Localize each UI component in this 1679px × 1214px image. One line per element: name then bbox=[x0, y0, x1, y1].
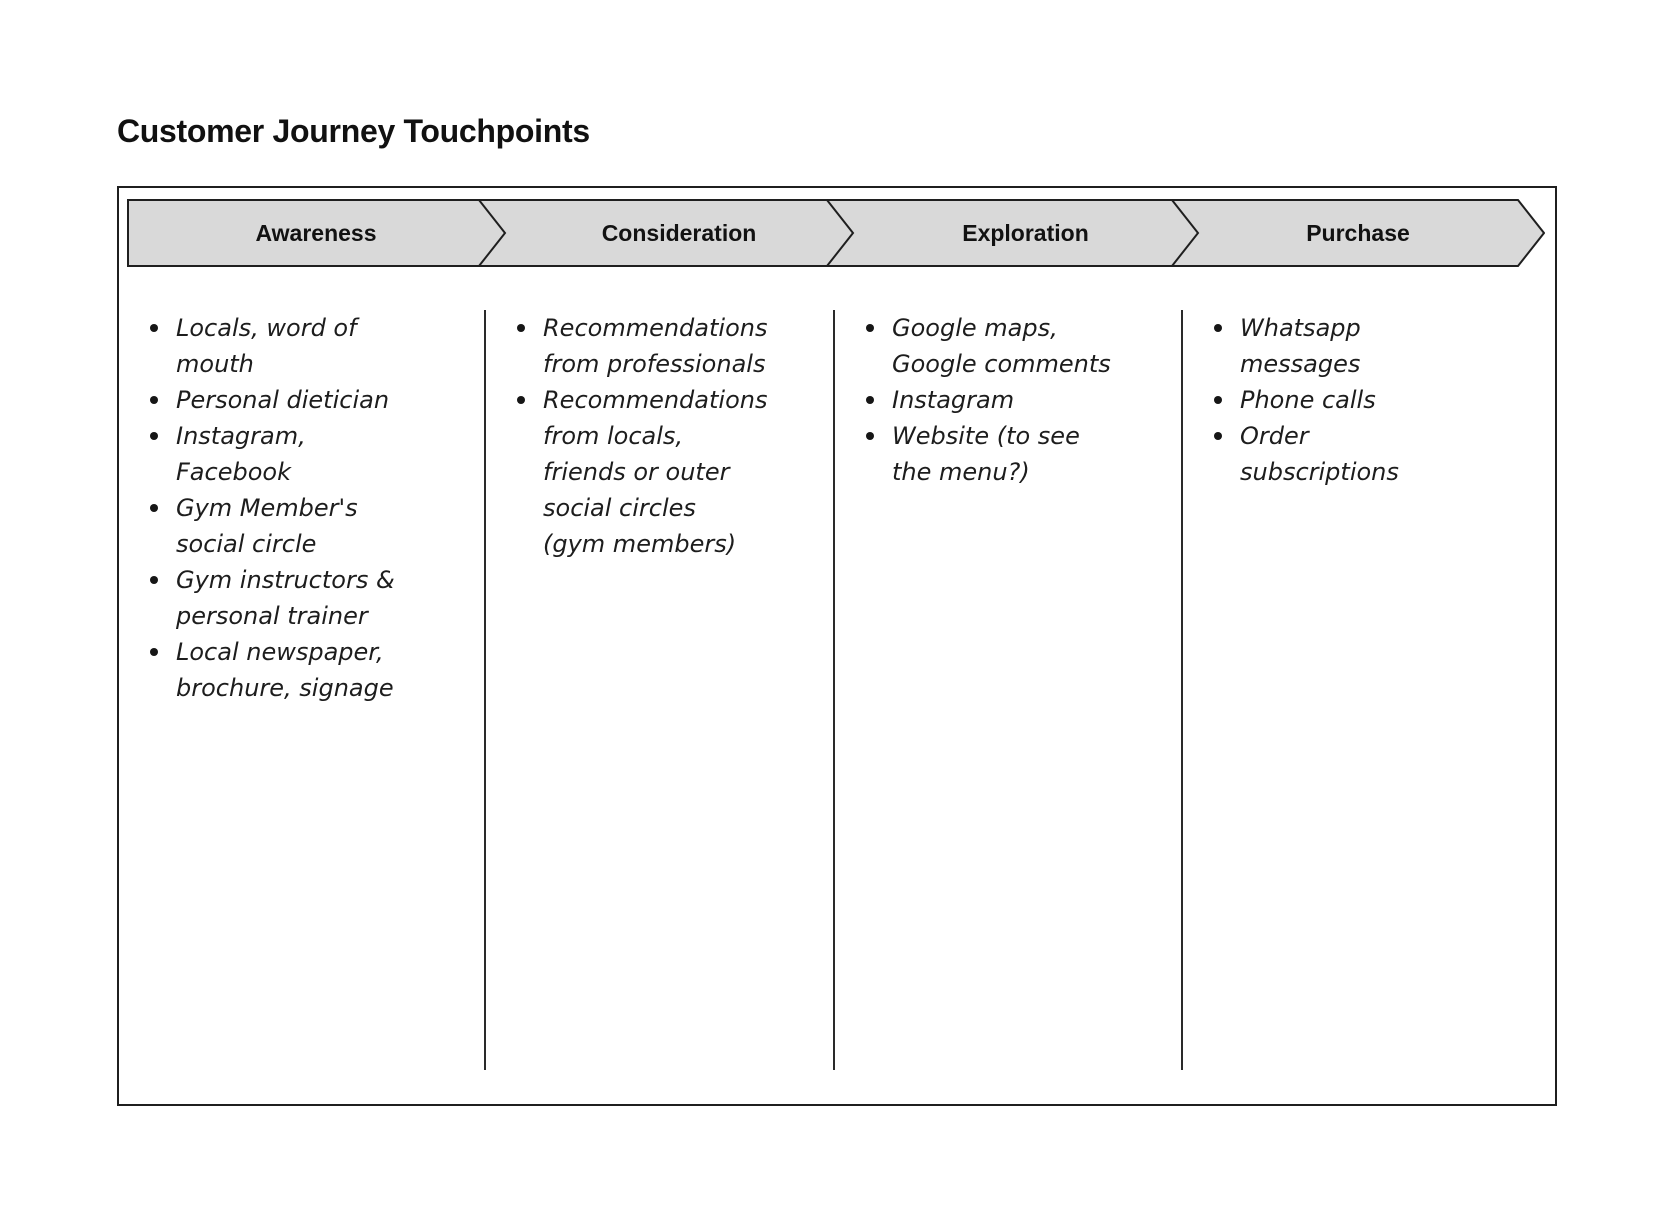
touchpoint-item: Order subscriptions bbox=[1183, 418, 1555, 490]
touchpoint-item: Instagram bbox=[835, 382, 1181, 418]
touchpoint-list-consideration: Recommendations from professionals Recom… bbox=[486, 310, 833, 562]
touchpoint-item: Local newspaper, brochure, signage bbox=[119, 634, 484, 706]
touchpoint-item: Recommendations from locals, friends or … bbox=[486, 382, 833, 562]
column-awareness: Locals, word of mouth Personal dietician… bbox=[119, 310, 486, 1070]
stage-header-exploration: Exploration bbox=[962, 219, 1089, 246]
stage-columns: Locals, word of mouth Personal dietician… bbox=[119, 310, 1555, 1070]
touchpoint-item: Recommendations from professionals bbox=[486, 310, 833, 382]
touchpoint-item: Personal dietician bbox=[119, 382, 484, 418]
stage-header-consideration: Consideration bbox=[601, 219, 757, 246]
touchpoint-list-purchase: Whatsapp messages Phone calls Order subs… bbox=[1183, 310, 1555, 490]
stage-chevron-separators bbox=[478, 199, 1200, 267]
touchpoint-item: Phone calls bbox=[1183, 382, 1555, 418]
stage-arrow-banner: Awareness Consideration Exploration Purc… bbox=[127, 199, 1545, 267]
touchpoint-item: Instagram, Facebook bbox=[119, 418, 484, 490]
arrow-banner-graphic bbox=[127, 199, 1545, 267]
column-exploration: Google maps, Google comments Instagram W… bbox=[835, 310, 1183, 1070]
stage-header-row: Awareness Consideration Exploration Purc… bbox=[127, 199, 1545, 267]
touchpoint-item: Gym Member's social circle bbox=[119, 490, 484, 562]
touchpoint-item: Google maps, Google comments bbox=[835, 310, 1181, 382]
column-purchase: Whatsapp messages Phone calls Order subs… bbox=[1183, 310, 1555, 1070]
touchpoint-item: Whatsapp messages bbox=[1183, 310, 1555, 382]
touchpoint-item: Locals, word of mouth bbox=[119, 310, 484, 382]
touchpoint-list-awareness: Locals, word of mouth Personal dietician… bbox=[119, 310, 484, 706]
arrow-banner-shape bbox=[127, 199, 1545, 267]
stage-header-awareness: Awareness bbox=[255, 219, 377, 246]
touchpoint-item: Gym instructors & personal trainer bbox=[119, 562, 484, 634]
touchpoint-list-exploration: Google maps, Google comments Instagram W… bbox=[835, 310, 1181, 490]
column-consideration: Recommendations from professionals Recom… bbox=[486, 310, 835, 1070]
page-title: Customer Journey Touchpoints bbox=[117, 113, 590, 149]
touchpoint-item: Website (to see the menu?) bbox=[835, 418, 1181, 490]
journey-board: Awareness Consideration Exploration Purc… bbox=[117, 186, 1557, 1106]
stage-header-purchase: Purchase bbox=[1306, 219, 1410, 246]
